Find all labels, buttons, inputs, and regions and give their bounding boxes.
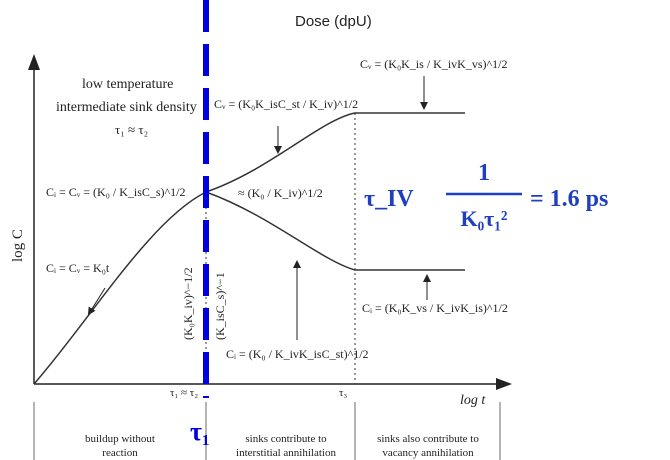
curve-upper <box>33 112 465 385</box>
eq-cv-top: Cᵥ = (K₀K_is / K_ivK_vs)^1/2 <box>360 57 507 71</box>
eq-ci-bottom: Cᵢ = (K₀ / K_ivK_isC_st)^1/2 <box>226 347 369 361</box>
eq-vertical-kis: (K_isC_s)^−1 <box>213 272 227 340</box>
curve-lower <box>205 191 465 271</box>
label-low-temperature: low temperature <box>82 77 173 92</box>
dose-header: Dose (dpU) <box>295 13 372 30</box>
arrow-k0t <box>87 287 106 316</box>
eq-ci-cv-equal: Cᵢ = Cᵥ = (K₀ / K_isC_s)^1/2 <box>46 185 186 199</box>
label-intermediate-sink: intermediate sink density <box>56 100 197 115</box>
label-tau-equal: τ₁ ≈ τ₂ <box>115 122 148 137</box>
region-2-line-1: sinks contribute to <box>245 433 327 445</box>
eq-approx-kiv: ≈ (K₀ / K_iv)^1/2 <box>238 186 323 200</box>
region-3-line-2: vacancy annihilation <box>382 447 474 459</box>
x-axis-label: log t <box>460 393 486 408</box>
region-1-line-1: buildup without <box>85 433 155 445</box>
formula-rhs: = 1.6 ps <box>530 186 608 212</box>
formula-denominator: K₀τ₁² <box>460 206 507 231</box>
formula-lhs: τ_IV <box>364 186 414 212</box>
eq-vertical-kiv: (K₀K_iv)^−1/2 <box>181 267 195 340</box>
eq-ci-cv-k0t: Cᵢ = Cᵥ = K₀t <box>46 261 110 275</box>
eq-ci-right: Cᵢ = (K₀K_vs / K_ivK_is)^1/2 <box>362 301 508 315</box>
x-tick-tau3: τ₃ <box>339 387 347 399</box>
eq-cv-mid: Cᵥ = (K₀K_isC_st / K_iv)^1/2 <box>214 97 358 111</box>
region-3-line-1: sinks also contribute to <box>377 433 479 445</box>
x-axis-arrow <box>496 378 512 390</box>
y-axis-label: log C <box>10 229 26 262</box>
region-1-line-2: reaction <box>102 447 138 459</box>
formula-numerator: 1 <box>478 160 490 186</box>
region-2-line-2: interstitial annihilation <box>236 447 336 459</box>
tau1-marker-label: τ₁ <box>190 417 210 446</box>
y-axis-arrow <box>28 54 40 70</box>
x-tick-tau1-tau2: τ₁ ≈ τ₂ <box>170 387 198 399</box>
